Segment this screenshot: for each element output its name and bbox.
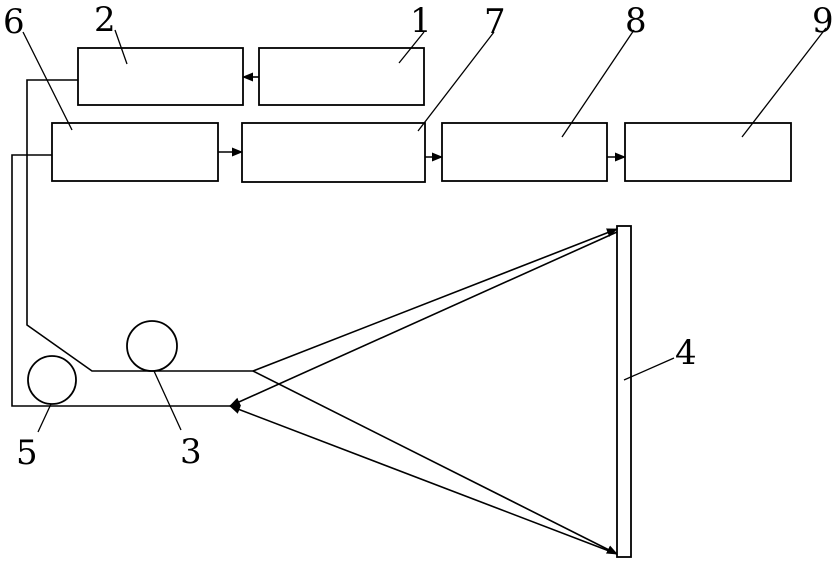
block-2 [78, 48, 243, 105]
roller-5 [28, 356, 76, 404]
leader-5 [38, 404, 51, 432]
leader-8 [562, 30, 634, 137]
label-6: 6 [3, 2, 25, 42]
ray-out-upper [253, 229, 617, 371]
ray-return-upper [230, 232, 617, 406]
block-6 [52, 123, 218, 181]
leader-9 [742, 28, 826, 137]
label-1: 1 [410, 1, 432, 41]
roller-3 [127, 321, 177, 371]
block-9 [625, 123, 791, 181]
block-1 [259, 48, 424, 105]
leader-3 [154, 371, 181, 430]
leader-7 [418, 32, 494, 131]
label-8: 8 [625, 1, 647, 41]
label-7: 7 [484, 2, 506, 42]
block-7 [242, 123, 425, 182]
label-4: 4 [675, 333, 697, 373]
block-8 [442, 123, 607, 181]
label-9: 9 [812, 1, 834, 41]
label-5: 5 [16, 433, 38, 473]
screen-4 [617, 226, 631, 557]
ray-out-lower [253, 371, 617, 554]
label-3: 3 [180, 432, 202, 472]
lower-conduit-path [12, 155, 230, 406]
label-2: 2 [94, 0, 116, 40]
leader-6 [23, 32, 72, 130]
ray-return-lower [230, 406, 617, 554]
leader-2 [115, 30, 127, 64]
